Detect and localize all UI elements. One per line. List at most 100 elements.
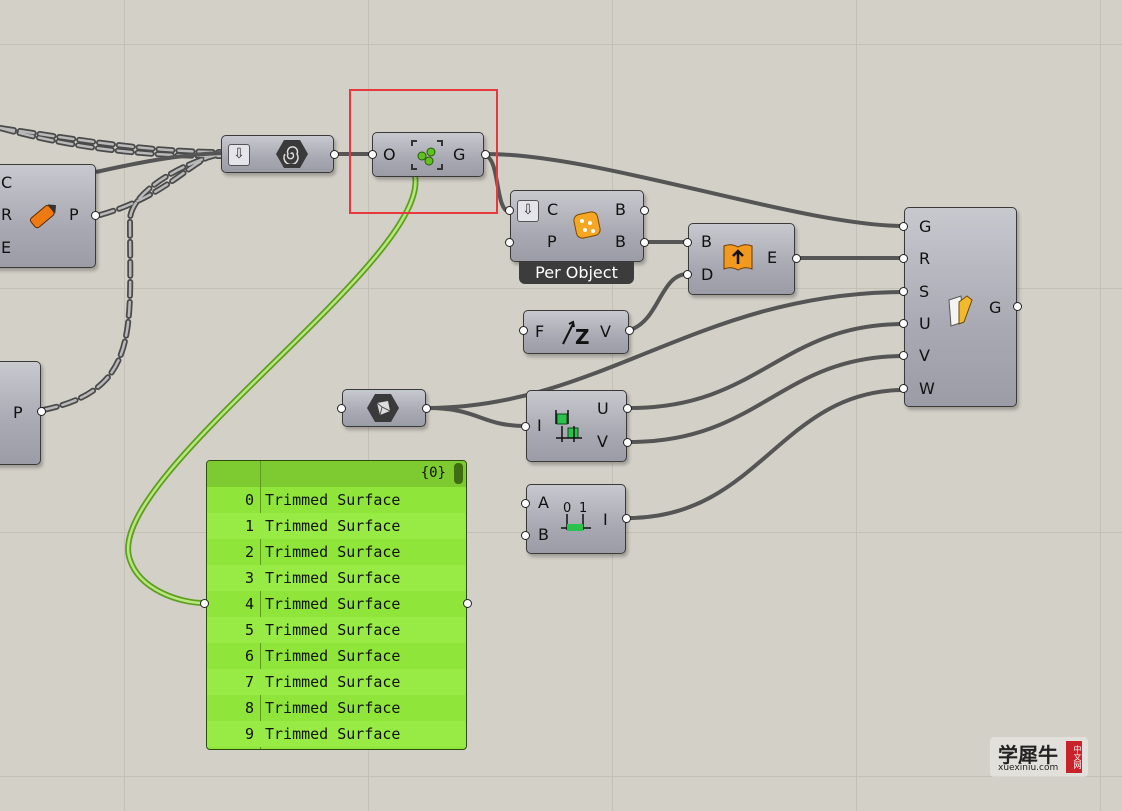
- surface-frame-component[interactable]: G R S U V W G: [904, 207, 1017, 407]
- output-p: P: [13, 403, 23, 422]
- input-f: F: [535, 322, 545, 341]
- row-index: 0: [244, 491, 254, 509]
- row-value: Trimmed Surface: [265, 725, 401, 743]
- svg-text:Z: Z: [575, 325, 590, 348]
- grid-line: [0, 288, 1122, 289]
- output-p: P: [69, 205, 79, 224]
- input-port[interactable]: [521, 422, 530, 431]
- output-g: G: [989, 298, 1002, 317]
- input-port[interactable]: [337, 404, 346, 413]
- output-port[interactable]: [640, 238, 649, 247]
- panel-branch-label: {0}: [420, 465, 446, 481]
- row-value: Trimmed Surface: [265, 491, 401, 509]
- output-port[interactable]: [37, 407, 46, 416]
- arrow-down-icon[interactable]: ⇩: [517, 200, 539, 222]
- input-port[interactable]: [899, 351, 908, 360]
- watermark-seal: 中文网: [1066, 741, 1082, 773]
- brep-parameter[interactable]: [342, 389, 426, 427]
- panel-divider: [260, 461, 261, 749]
- output-u: U: [597, 399, 609, 418]
- input-e: E: [1, 238, 12, 257]
- output-port[interactable]: [640, 206, 649, 215]
- left-partial-component-2[interactable]: P: [0, 361, 41, 465]
- row-index: 6: [244, 647, 254, 665]
- input-v: V: [919, 346, 930, 365]
- arrow-down-icon[interactable]: ⇩: [228, 144, 250, 166]
- output-port[interactable]: [1013, 302, 1022, 311]
- row-value: Trimmed Surface: [265, 569, 401, 587]
- row-value: Trimmed Surface: [265, 647, 401, 665]
- unit-z-component[interactable]: F Z V: [523, 310, 629, 354]
- input-port[interactable]: [519, 326, 528, 335]
- row-value: Trimmed Surface: [265, 621, 401, 639]
- input-b: B: [538, 525, 549, 544]
- explode-tree-icon: [407, 137, 447, 173]
- input-a: A: [538, 493, 549, 512]
- input-port[interactable]: [899, 384, 908, 393]
- input-port[interactable]: [683, 238, 692, 247]
- output-v: V: [600, 322, 611, 341]
- row-index: 1: [244, 517, 254, 535]
- input-p: P: [547, 232, 557, 251]
- left-partial-component[interactable]: C R E P: [0, 164, 96, 268]
- input-port[interactable]: [200, 599, 209, 608]
- input-port[interactable]: [899, 254, 908, 263]
- input-c: C: [547, 200, 559, 219]
- output-port[interactable]: [330, 150, 339, 159]
- input-port[interactable]: [899, 222, 908, 231]
- output-e: E: [767, 248, 778, 267]
- input-port[interactable]: [505, 206, 514, 215]
- hexagon-component[interactable]: ⇩: [221, 135, 334, 173]
- panel-header: {0}: [207, 461, 466, 487]
- output-i: I: [603, 510, 608, 529]
- watermark-main: 学犀牛: [998, 743, 1058, 767]
- per-object-tag: Per Object: [519, 262, 634, 284]
- z-vector-icon: Z: [558, 317, 594, 349]
- output-port[interactable]: [623, 438, 632, 447]
- selection-highlight: [349, 89, 498, 214]
- row-index: 2: [244, 543, 254, 561]
- input-port[interactable]: [683, 270, 692, 279]
- output-port[interactable]: [792, 254, 801, 263]
- input-u: U: [919, 314, 931, 333]
- output-port[interactable]: [463, 599, 472, 608]
- watermark-sub: xuexiniu.com: [998, 763, 1059, 773]
- output-port[interactable]: [625, 326, 634, 335]
- hexagon-swirl-icon: [276, 140, 308, 168]
- input-port[interactable]: [521, 499, 530, 508]
- watermark-logo: 学犀牛 xuexiniu.com 中文网: [990, 737, 1088, 777]
- svg-text:1: 1: [579, 501, 587, 516]
- explode-tree-component[interactable]: O G: [372, 132, 484, 177]
- input-port[interactable]: [899, 287, 908, 296]
- output-port[interactable]: [422, 404, 431, 413]
- panel-row: 6 Trimmed Surface: [207, 643, 466, 669]
- row-index: 9: [244, 725, 254, 743]
- pencil-icon: [23, 199, 63, 233]
- input-port[interactable]: [505, 238, 514, 247]
- panel-scrollbar[interactable]: [454, 463, 463, 484]
- input-port[interactable]: [899, 319, 908, 328]
- per-object-component[interactable]: ⇩ C P B B: [510, 190, 644, 262]
- output-port[interactable]: [481, 150, 490, 159]
- output-port[interactable]: [91, 211, 100, 220]
- input-port[interactable]: [368, 150, 377, 159]
- divide-domain-component[interactable]: I U V: [526, 390, 627, 462]
- grid-line: [0, 776, 1122, 777]
- input-i: I: [537, 416, 542, 435]
- output-port[interactable]: [622, 514, 631, 523]
- book-component[interactable]: B D E: [688, 223, 795, 295]
- row-index: 5: [244, 621, 254, 639]
- svg-text:0: 0: [563, 501, 571, 516]
- output-port[interactable]: [623, 404, 632, 413]
- input-port[interactable]: [521, 531, 530, 540]
- output-b: B: [615, 232, 626, 251]
- input-g: G: [919, 217, 932, 236]
